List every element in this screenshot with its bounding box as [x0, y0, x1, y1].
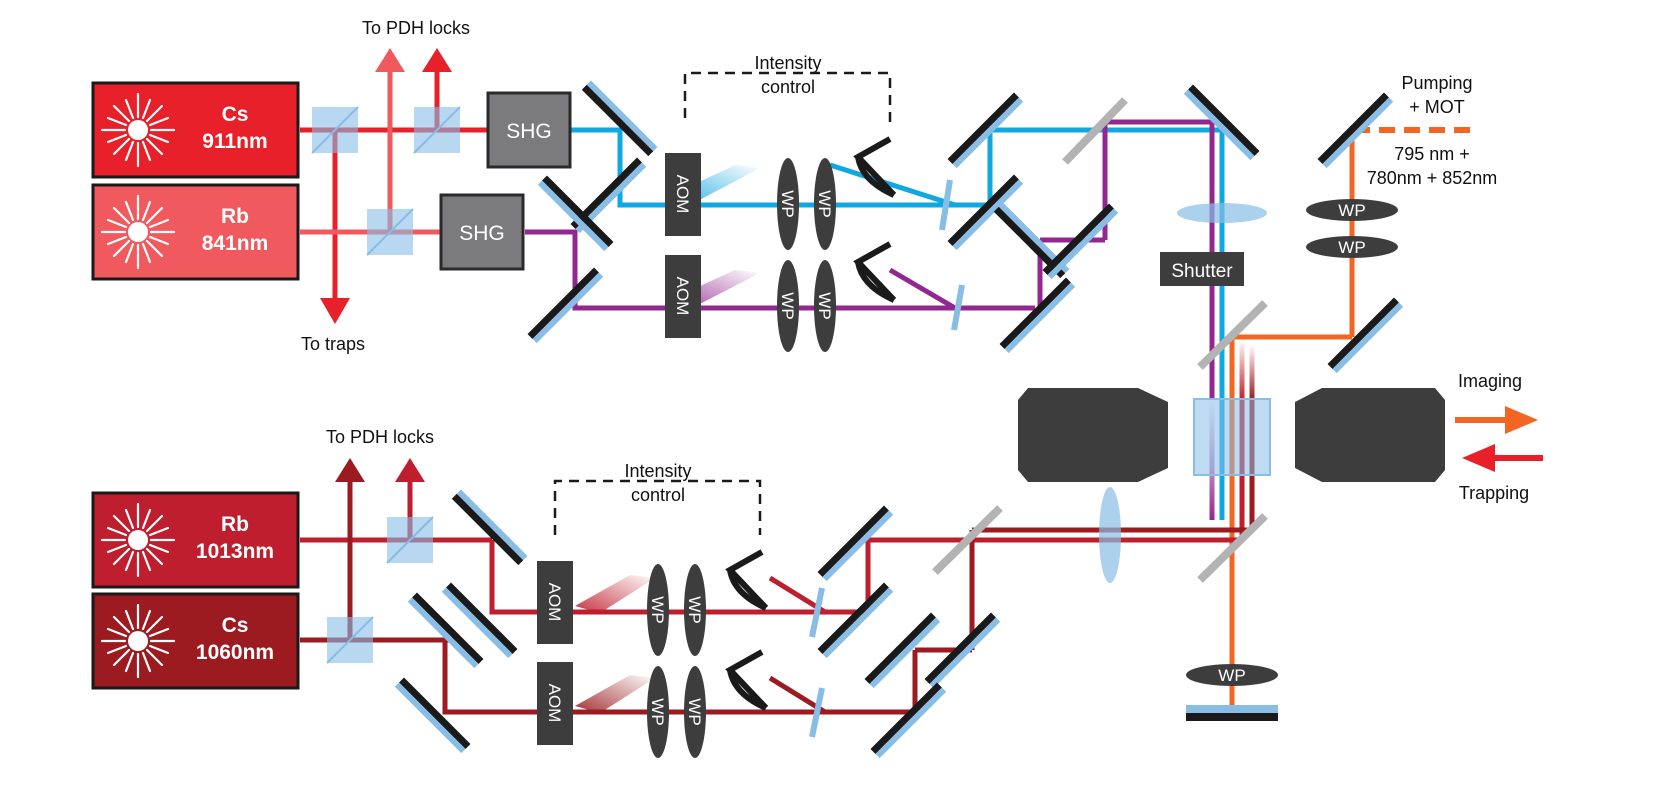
laser-species: Cs: [222, 103, 249, 126]
imaging-arrow: [1455, 406, 1538, 434]
laser-wavelength: 1013nm: [196, 540, 274, 563]
waveplate: WP: [777, 158, 799, 250]
photodiode-icon: [730, 552, 766, 608]
intensity-bracket-top: [683, 71, 892, 125]
dichroic-mirrors: [932, 97, 1268, 583]
photodiode-icon: [730, 652, 766, 708]
svg-text:WP: WP: [778, 190, 797, 217]
laser-species: Cs: [222, 614, 249, 637]
trapping-arrow: [1462, 444, 1543, 472]
label-intensity-top-1: Intensity: [754, 53, 821, 73]
photodiode-icon: [858, 244, 894, 300]
beam-splitter-cube: [311, 106, 359, 154]
label-intensity-bottom-1: Intensity: [624, 461, 691, 481]
waveplate: WP: [777, 260, 799, 352]
label-trapping: Trapping: [1459, 483, 1529, 503]
label-intensity-top-2: control: [761, 77, 815, 97]
label-pumping: Pumping: [1401, 73, 1472, 93]
waveplate: WP: [647, 666, 669, 758]
beam-splitter-cube: [413, 106, 461, 154]
svg-text:WP: WP: [778, 292, 797, 319]
laser-cs1060: Cs 1060nm: [91, 592, 300, 690]
svg-text:WP: WP: [685, 596, 704, 623]
mirror: [394, 677, 471, 754]
waveplates-horizontal: WP WP WP: [1186, 199, 1398, 686]
laser-species: Rb: [221, 513, 249, 536]
intensity-bracket-bottom: [553, 479, 762, 535]
mirror: [527, 267, 604, 344]
mirror: [817, 582, 894, 659]
shutter: Shutter: [1160, 252, 1244, 286]
mirrors-top: [527, 80, 1404, 374]
lenses: [1099, 203, 1267, 583]
laser-cs911: Cs 911nm: [91, 81, 300, 179]
shutter-label: Shutter: [1171, 261, 1233, 282]
svg-text:WP: WP: [648, 698, 667, 725]
laser-species: Rb: [221, 205, 249, 228]
waveplate: WP: [814, 158, 836, 250]
pdh-arrows-bottom: [335, 458, 425, 482]
shg-label: SHG: [459, 222, 505, 245]
label-intensity-bottom-2: control: [631, 485, 685, 505]
orange-beam-path: [1229, 127, 1475, 715]
beam-splitter-cube: [386, 516, 434, 564]
aom-rb1013: AOM: [537, 561, 573, 644]
shg-label: SHG: [506, 120, 552, 143]
laser-rb841: Rb 841nm: [91, 183, 300, 281]
svg-text:WP: WP: [1338, 201, 1365, 220]
svg-text:WP: WP: [815, 190, 834, 217]
aom-purple: AOM: [665, 255, 701, 338]
beam-splitters: [311, 106, 1271, 664]
aom-cs1060: AOM: [537, 662, 573, 745]
mirror: [999, 277, 1076, 354]
mirror: [817, 505, 894, 582]
pickoff-plates: [809, 179, 965, 738]
waveplate: WP: [647, 564, 669, 656]
aom-label: AOM: [545, 583, 564, 622]
label-wavelengths-2: 780nm + 852nm: [1367, 168, 1498, 188]
aom-blue: AOM: [665, 153, 701, 236]
lens: [1099, 487, 1121, 583]
label-mot: + MOT: [1409, 97, 1465, 117]
aom-label: AOM: [673, 175, 692, 214]
label-pdh-locks-bottom: To PDH locks: [326, 427, 434, 447]
beam-splitter-cube: [366, 208, 414, 256]
svg-text:WP: WP: [815, 292, 834, 319]
laser-wavelength: 841nm: [202, 232, 269, 255]
beam-splitter-cube-chamber: [1193, 398, 1271, 476]
laser-wavelength: 911nm: [202, 130, 267, 153]
label-imaging: Imaging: [1458, 371, 1522, 391]
waveplate: WP: [1306, 236, 1398, 258]
laser-rb1013: Rb 1013nm: [91, 491, 300, 589]
laser-wavelength: 1060nm: [196, 641, 274, 664]
aom-label: AOM: [673, 277, 692, 316]
waveplate: WP: [814, 260, 836, 352]
waveplate: WP: [1186, 664, 1278, 686]
pdh-arrows-top: [375, 48, 452, 72]
beam-splitter-cube: [326, 616, 374, 664]
label-pdh-locks-top: To PDH locks: [362, 18, 470, 38]
photodiode-icon: [858, 139, 894, 195]
objective-left: [1018, 388, 1168, 482]
label-to-traps: To traps: [301, 334, 365, 354]
bottom-mirror: [1186, 705, 1278, 721]
waveplate: WP: [684, 666, 706, 758]
waveplates-vertical: WP WP WP WP WP WP WP WP: [647, 158, 836, 758]
lens: [1177, 203, 1267, 223]
shg-841: SHG: [439, 193, 525, 271]
objective-right: [1295, 388, 1445, 482]
svg-text:WP: WP: [1218, 666, 1245, 685]
aom-label: AOM: [545, 684, 564, 723]
mirror: [870, 682, 947, 759]
shg-911: SHG: [486, 91, 572, 169]
waveplate: WP: [684, 564, 706, 656]
svg-text:WP: WP: [685, 698, 704, 725]
label-wavelengths-1: 795 nm +: [1394, 144, 1470, 164]
waveplate: WP: [1306, 199, 1398, 221]
traps-arrow: [320, 298, 350, 324]
svg-text:WP: WP: [648, 596, 667, 623]
svg-text:WP: WP: [1338, 238, 1365, 257]
